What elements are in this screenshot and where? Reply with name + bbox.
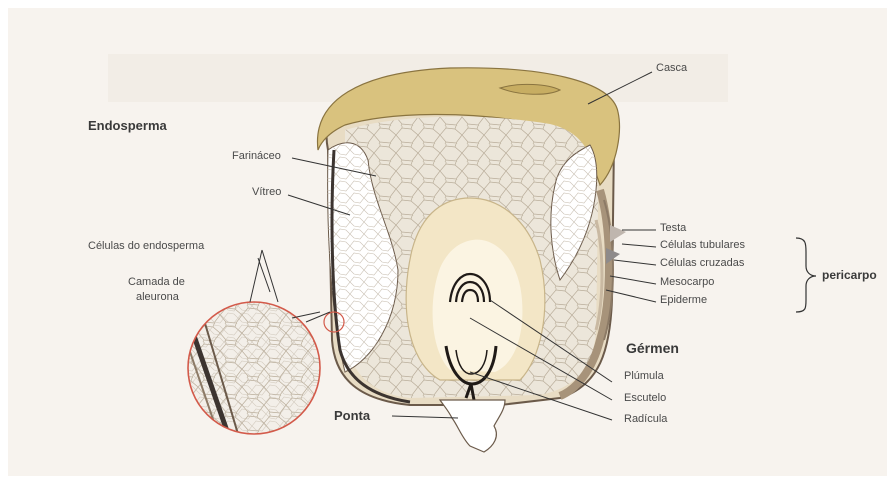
label-germen: Gérmen	[626, 340, 679, 356]
label-escutelo: Escutelo	[624, 392, 666, 405]
label-endosperma: Endosperma	[88, 118, 167, 133]
label-farinaceo: Farináceo	[232, 150, 281, 163]
label-epiderme: Epiderme	[660, 294, 707, 307]
label-celulas-endosperma: Células do endosperma	[88, 240, 204, 253]
label-mesocarpo: Mesocarpo	[660, 276, 714, 289]
label-ponta: Ponta	[334, 408, 370, 423]
label-celulas-cruzadas: Células cruzadas	[660, 257, 744, 270]
label-pericarpo: pericarpo	[822, 268, 877, 282]
label-testa: Testa	[660, 222, 686, 235]
label-vitreo: Vítreo	[252, 186, 281, 199]
label-radicula: Radícula	[624, 413, 667, 426]
label-plumula: Plúmula	[624, 370, 664, 383]
label-camada-aleurona-2: aleurona	[136, 291, 179, 304]
label-celulas-tubulares: Células tubulares	[660, 239, 745, 252]
label-camada-aleurona-1: Camada de	[128, 276, 185, 289]
label-casca: Casca	[656, 62, 687, 75]
